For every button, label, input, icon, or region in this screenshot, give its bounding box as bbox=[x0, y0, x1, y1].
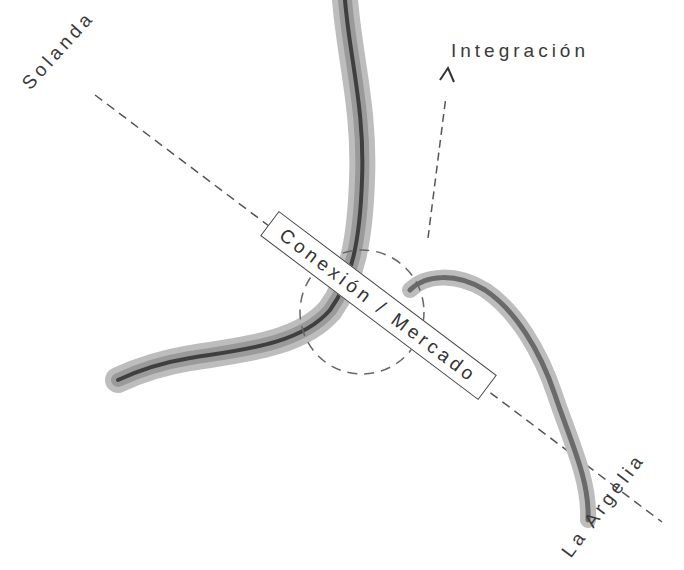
axis-line bbox=[95, 95, 662, 522]
place-name: La Argelia bbox=[558, 450, 648, 561]
box-text: Conexión / Mercado bbox=[276, 225, 481, 386]
tributary bbox=[410, 278, 588, 520]
place-name: Solanda bbox=[18, 7, 98, 92]
concept-label: Integración bbox=[451, 41, 589, 60]
concept-box: Conexión / Mercado bbox=[260, 210, 497, 399]
river bbox=[118, 0, 362, 380]
integration-arrow bbox=[428, 96, 446, 238]
arrow-head bbox=[440, 68, 454, 82]
